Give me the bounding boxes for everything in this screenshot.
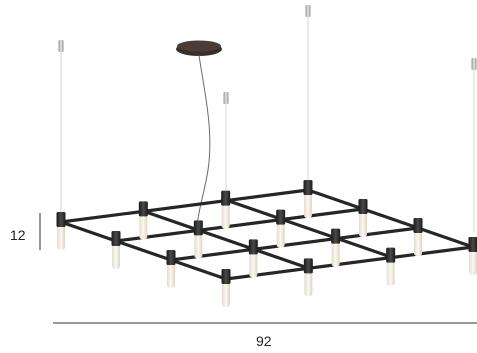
- light-cap: [138, 201, 148, 217]
- frame-bar: [141, 209, 310, 270]
- frame-bar: [59, 220, 228, 281]
- light-cap: [468, 236, 477, 252]
- light-module: [386, 247, 396, 286]
- light-module: [276, 209, 286, 248]
- light-module: [303, 258, 313, 297]
- light-cap: [56, 212, 66, 227]
- light-module: [468, 236, 477, 275]
- dimension-lines: [39, 213, 477, 324]
- light-cap: [276, 209, 286, 225]
- light-cap: [248, 239, 258, 255]
- light-cap: [331, 228, 341, 244]
- frame-bar: [114, 207, 365, 243]
- light-cap: [193, 220, 203, 236]
- light-diffuser: [112, 242, 120, 269]
- light-cap: [413, 217, 423, 233]
- light-diffuser: [413, 228, 422, 256]
- wire-anchor: [58, 40, 64, 52]
- canopy-top: [177, 40, 221, 52]
- frame-bar: [169, 226, 420, 262]
- light-diffuser: [358, 209, 367, 237]
- light-module: [193, 220, 203, 259]
- frame-bar: [224, 245, 475, 281]
- light-cap: [221, 190, 231, 206]
- light-module: [413, 217, 423, 256]
- light-diffuser: [194, 231, 203, 259]
- light-module: [303, 179, 313, 218]
- light-module: [56, 212, 66, 250]
- wire-anchor: [305, 5, 311, 17]
- wire-anchor: [223, 92, 229, 104]
- light-cap: [303, 179, 313, 195]
- light-diffuser: [468, 247, 477, 275]
- height-dimension-label: 12: [10, 227, 26, 243]
- light-module: [331, 228, 341, 267]
- frame-bar: [59, 188, 310, 224]
- power-cable: [196, 54, 211, 229]
- light-diffuser: [221, 201, 230, 229]
- grid-frame: [59, 188, 475, 281]
- light-diffuser: [276, 220, 285, 248]
- light-diffuser: [331, 239, 340, 267]
- light-cap: [166, 250, 176, 265]
- light-module: [166, 250, 176, 288]
- light-cap: [111, 231, 121, 246]
- light-module: [221, 190, 231, 229]
- suspension-wires: [60, 16, 475, 232]
- light-diffuser: [386, 258, 395, 286]
- frame-bar: [306, 188, 475, 249]
- light-diffuser: [167, 261, 175, 288]
- width-dimension-label: 92: [256, 333, 272, 349]
- wire-anchors: [58, 5, 477, 104]
- light-cap: [386, 247, 396, 263]
- light-diffuser: [303, 190, 312, 218]
- light-diffuser: [222, 280, 230, 307]
- wire-anchor: [471, 58, 477, 70]
- light-diffuser: [304, 269, 313, 297]
- light-cap: [358, 198, 368, 214]
- light-module: [111, 231, 121, 269]
- light-modules: [56, 179, 477, 307]
- light-cap: [221, 269, 231, 284]
- frame-bar: [224, 198, 393, 259]
- light-cap: [303, 258, 313, 274]
- light-module: [248, 239, 258, 278]
- light-diffuser: [139, 212, 148, 240]
- light-module: [138, 201, 148, 240]
- light-diffuser: [249, 250, 258, 278]
- light-module: [358, 198, 368, 237]
- light-diffuser: [57, 223, 65, 250]
- light-module: [221, 269, 231, 307]
